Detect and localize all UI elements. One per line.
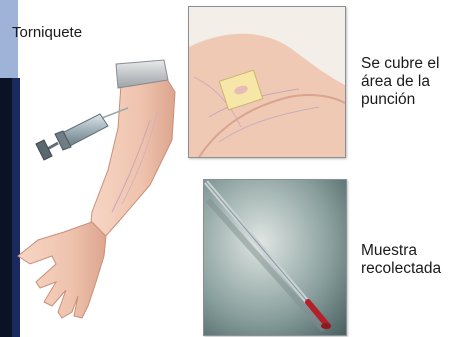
tourniquet-label: Torniquete [12,24,82,42]
covered-area-label: Se cubre el área de la punción [361,55,439,109]
hand-shape [18,222,106,318]
covered-area-illustration [189,7,345,157]
sample-collected-label: Muestra recolectada [361,242,441,278]
covered-area-inset [188,6,346,158]
arm-shape [90,68,175,240]
sample-collected-inset [203,179,347,336]
sample-collected-illustration [204,180,346,335]
